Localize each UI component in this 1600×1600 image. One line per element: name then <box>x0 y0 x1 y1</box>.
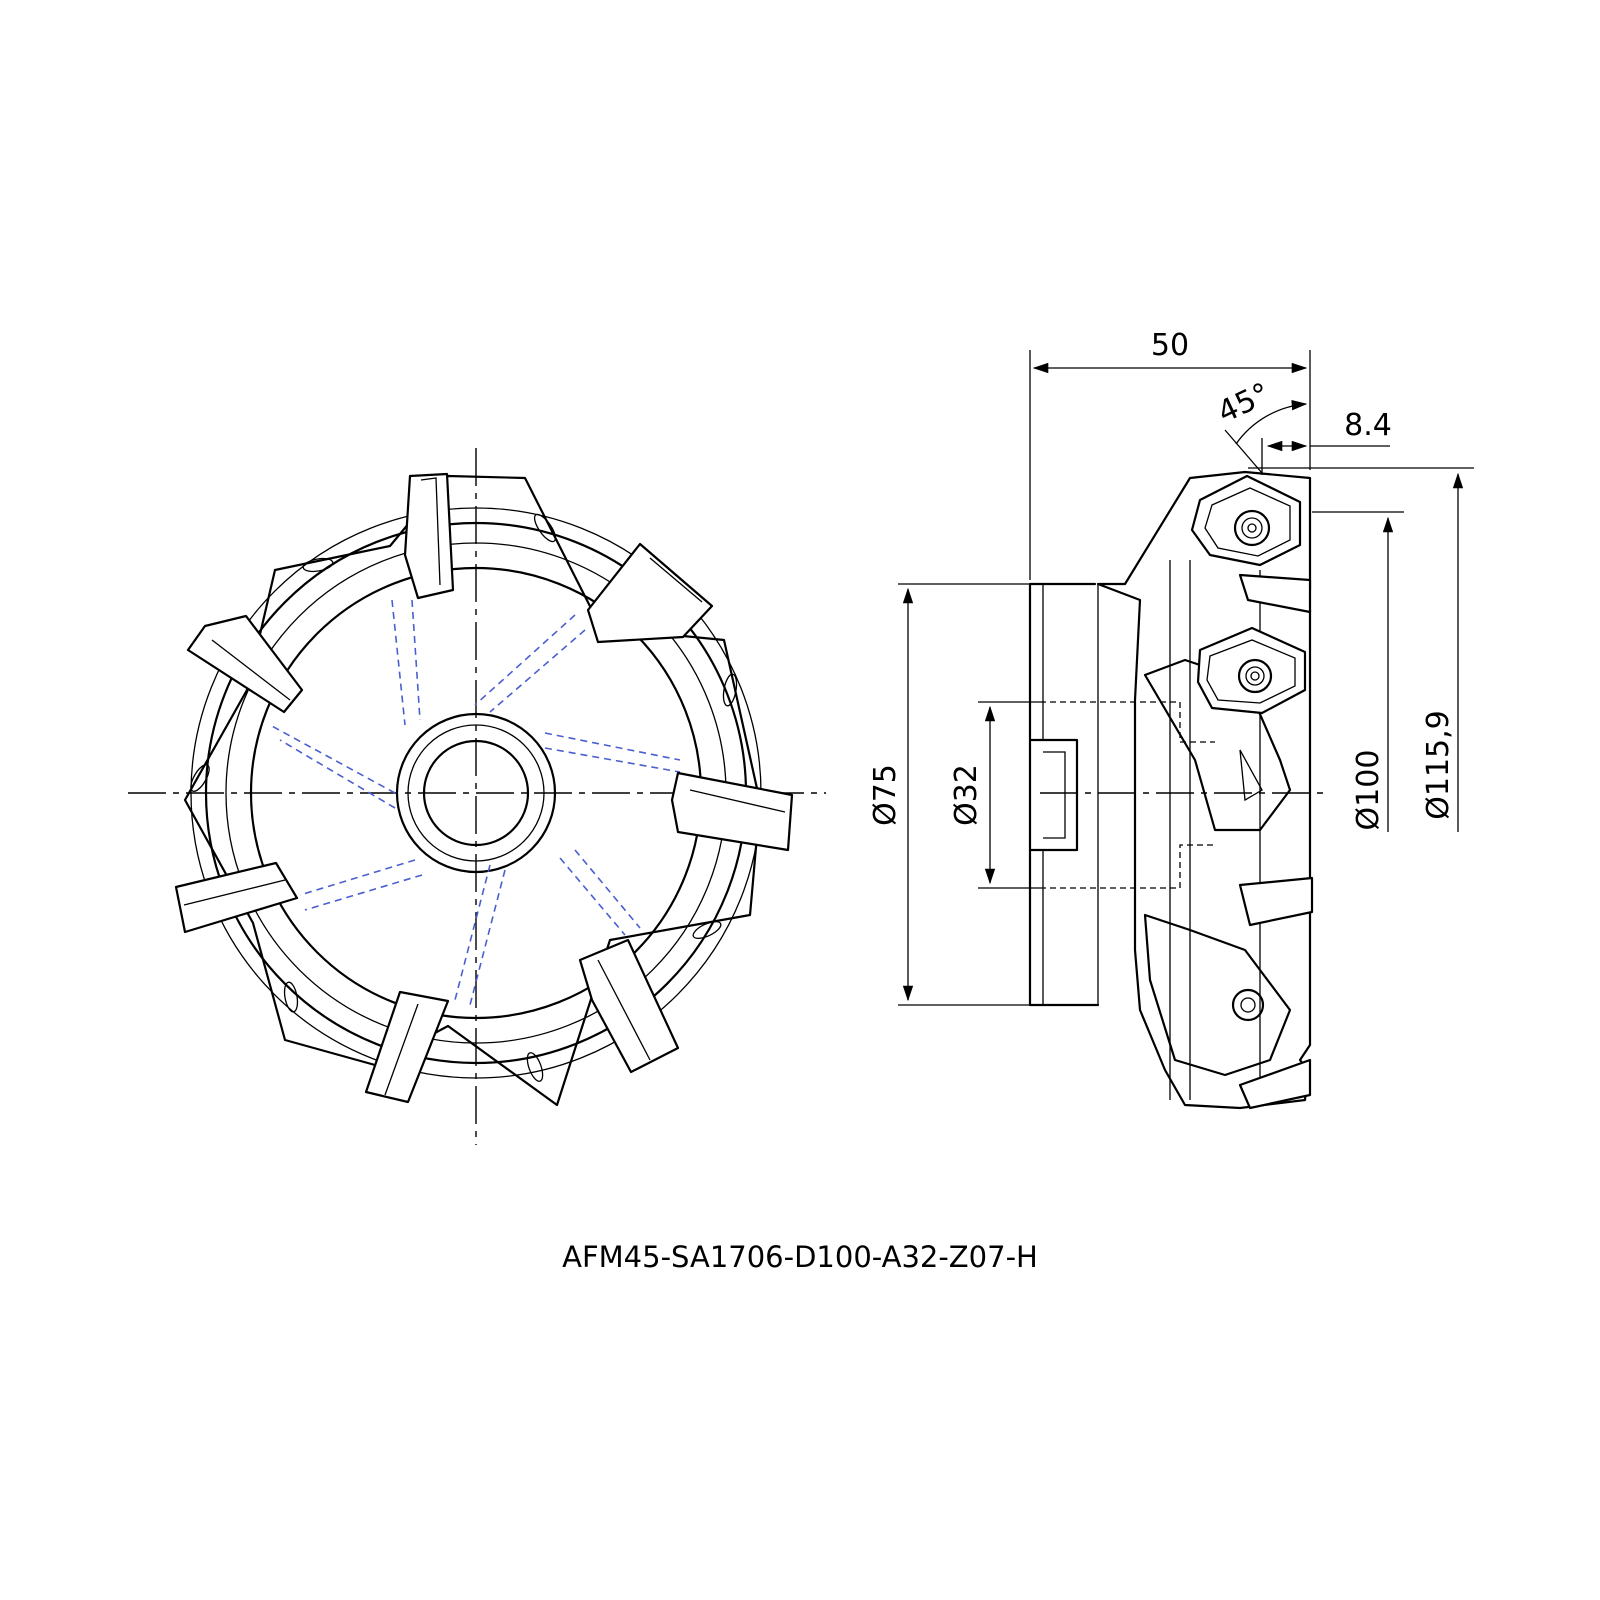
dim-max-diameter: Ø115,9 <box>1421 710 1456 820</box>
part-number-caption: AFM45-SA1706-D100-A32-Z07-H <box>562 1240 1038 1274</box>
dim-cutting-diameter: Ø100 <box>1351 750 1386 831</box>
dim-length: 50 <box>1151 328 1189 363</box>
insert-pocket-6 <box>174 861 299 934</box>
insert-screw-top <box>1233 509 1271 547</box>
side-insert-edge-3 <box>1238 1058 1312 1110</box>
side-insert-middle <box>1196 626 1307 715</box>
drive-slot <box>1028 738 1079 852</box>
bore-inner-circle <box>422 739 530 847</box>
side-screw-lower <box>1231 988 1265 1022</box>
insert-pocket-3 <box>670 771 794 852</box>
coolant-channels <box>269 599 681 1006</box>
side-view <box>1028 470 1330 1110</box>
chip-flute-lower <box>1143 913 1292 1077</box>
insert-screw-middle <box>1237 658 1273 694</box>
front-view <box>128 448 826 1145</box>
bore-chamfer-circle <box>407 724 545 862</box>
side-insert-top <box>1190 474 1302 567</box>
front-chip-pockets <box>190 513 738 1082</box>
dim-bore-diameter: Ø32 <box>949 764 984 826</box>
insert-pocket-5 <box>364 990 450 1104</box>
dim-angle: 45° <box>1212 376 1275 430</box>
insert-pocket-2 <box>586 542 714 644</box>
side-insert-edge-2 <box>1238 876 1314 927</box>
shank-outline <box>1028 582 1100 1007</box>
dim-insert-offset: 8.4 <box>1344 408 1392 443</box>
side-insert-edge-1 <box>1238 573 1312 614</box>
front-insert-pockets <box>174 472 794 1104</box>
bore-outer-circle <box>395 712 557 874</box>
dim-shank-diameter: Ø75 <box>868 764 903 826</box>
insert-pocket-1 <box>403 472 455 600</box>
dimensions: 50 45° 8.4 Ø75 Ø32 Ø100 Ø115,9 <box>868 328 1474 1006</box>
